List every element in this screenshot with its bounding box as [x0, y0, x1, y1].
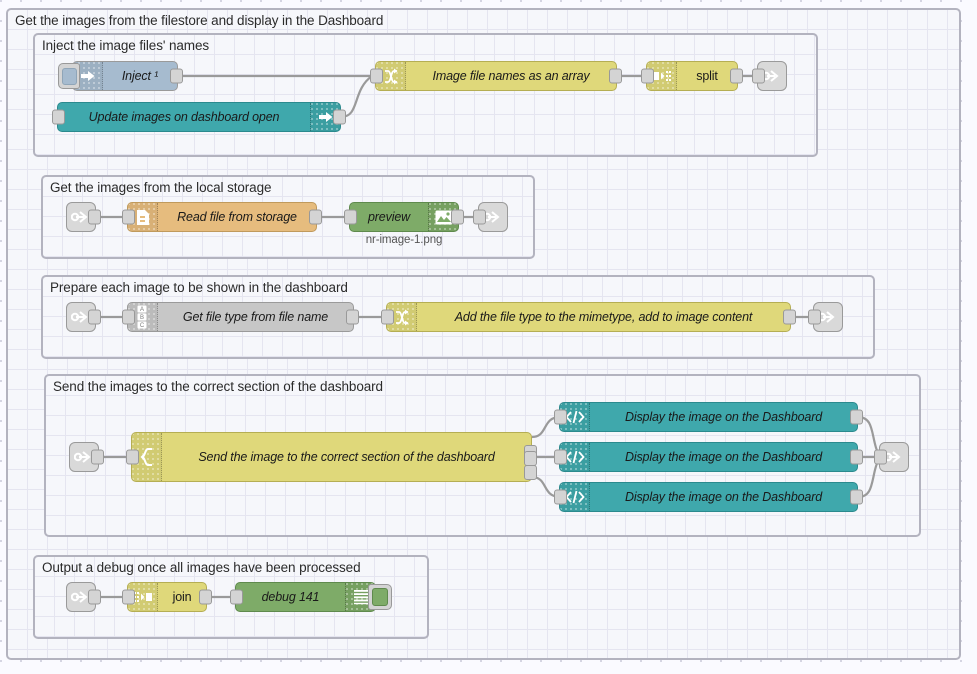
- group-prepare-label: Prepare each image to be shown in the da…: [50, 280, 348, 295]
- node-link-in-4[interactable]: [69, 442, 104, 472]
- change-node-icon: [387, 303, 417, 331]
- group-send-label: Send the images to the correct section o…: [53, 379, 383, 394]
- port-out[interactable]: [88, 589, 101, 605]
- node-inject-1[interactable]: Inject ¹: [58, 61, 183, 91]
- port-in[interactable]: [126, 449, 139, 465]
- port-in[interactable]: [381, 309, 394, 325]
- port-in[interactable]: [122, 309, 135, 325]
- group-debug-label: Output a debug once all images have been…: [42, 560, 361, 575]
- port-in[interactable]: [752, 68, 765, 84]
- node-join-label: join: [172, 590, 192, 604]
- link-in-icon: [67, 583, 95, 611]
- port-out[interactable]: [170, 68, 183, 84]
- port-in[interactable]: [122, 209, 135, 225]
- link-out-icon: [880, 443, 908, 471]
- node-join[interactable]: join: [122, 582, 212, 612]
- node-template-2[interactable]: Display the image on the Dashboard: [554, 442, 863, 472]
- node-split-label: split: [696, 69, 718, 83]
- node-read-file-label: Read file from storage: [177, 210, 297, 224]
- port-out[interactable]: [850, 489, 863, 505]
- svg-text:C: C: [140, 323, 145, 329]
- port-out[interactable]: [88, 309, 101, 325]
- group-inject-label: Inject the image files' names: [42, 38, 210, 53]
- port-out[interactable]: [309, 209, 322, 225]
- port-out[interactable]: [730, 68, 743, 84]
- node-update-images-label: Update images on dashboard open: [88, 110, 280, 124]
- outer-group-label: Get the images from the filestore and di…: [15, 13, 384, 28]
- node-link-in-2[interactable]: [66, 202, 101, 232]
- node-link-out-1[interactable]: [752, 61, 787, 91]
- node-template-1-label: Display the image on the Dashboard: [624, 410, 823, 424]
- port-in[interactable]: [641, 68, 654, 84]
- port-out[interactable]: [850, 409, 863, 425]
- svg-text:B: B: [140, 315, 144, 321]
- node-read-file[interactable]: Read file from storage: [122, 202, 322, 232]
- node-debug-141[interactable]: debug 141: [230, 582, 392, 612]
- svg-text:A: A: [140, 307, 144, 313]
- port-in[interactable]: [230, 589, 243, 605]
- change-node-icon: [376, 62, 406, 90]
- node-preview-sublabel: nr-image-1.png: [365, 234, 443, 246]
- node-add-mimetype[interactable]: Add the file type to the mimetype, add t…: [381, 302, 796, 332]
- node-image-file-names[interactable]: Image file names as an array: [370, 61, 622, 91]
- node-link-out-3[interactable]: [808, 302, 843, 332]
- port-in[interactable]: [554, 449, 567, 465]
- port-in[interactable]: [874, 449, 887, 465]
- port-out[interactable]: [783, 309, 796, 325]
- join-node-icon: [128, 583, 158, 611]
- port-out[interactable]: [91, 449, 104, 465]
- group-storage-label: Get the images from the local storage: [50, 180, 272, 195]
- port-out[interactable]: [88, 209, 101, 225]
- link-in-icon: [70, 443, 98, 471]
- port-out[interactable]: [199, 589, 212, 605]
- port-out[interactable]: [346, 309, 359, 325]
- port-in[interactable]: [473, 209, 486, 225]
- node-link-out-4[interactable]: [874, 442, 909, 472]
- node-preview-label: preview: [367, 210, 411, 224]
- port-out-2[interactable]: [524, 451, 537, 466]
- link-in-icon: [67, 303, 95, 331]
- node-switch-label: Send the image to the correct section of…: [198, 450, 495, 464]
- port-in[interactable]: [554, 489, 567, 505]
- node-template-3-label: Display the image on the Dashboard: [624, 490, 823, 504]
- port-in[interactable]: [52, 109, 65, 125]
- port-in[interactable]: [122, 589, 135, 605]
- port-out[interactable]: [850, 449, 863, 465]
- port-out[interactable]: [451, 209, 464, 225]
- node-add-mimetype-label: Add the file type to the mimetype, add t…: [454, 310, 753, 324]
- port-out[interactable]: [609, 68, 622, 84]
- port-in[interactable]: [554, 409, 567, 425]
- node-debug-141-label: debug 141: [261, 590, 320, 604]
- node-switch[interactable]: Send the image to the correct section of…: [126, 432, 537, 482]
- node-update-images[interactable]: Update images on dashboard open: [52, 102, 346, 132]
- node-image-file-names-label: Image file names as an array: [432, 69, 590, 83]
- debug-toggle-button[interactable]: [368, 584, 392, 610]
- image-icon: [428, 203, 458, 231]
- link-in-icon: [67, 203, 95, 231]
- group-inject[interactable]: Inject the image files' names: [33, 33, 818, 157]
- node-inject-1-label: Inject ¹: [121, 69, 159, 83]
- code-icon: [560, 483, 590, 511]
- node-link-out-2[interactable]: [473, 202, 508, 232]
- port-in[interactable]: [808, 309, 821, 325]
- port-out[interactable]: [333, 109, 346, 125]
- node-preview[interactable]: preview: [344, 202, 464, 232]
- port-in[interactable]: [370, 68, 383, 84]
- port-in[interactable]: [344, 209, 357, 225]
- node-get-file-type[interactable]: A B C Get file type from file name: [122, 302, 359, 332]
- port-out-3[interactable]: [524, 465, 537, 480]
- node-split[interactable]: split: [641, 61, 743, 91]
- node-get-file-type-label: Get file type from file name: [182, 310, 329, 324]
- inject-trigger-button[interactable]: [58, 63, 80, 89]
- node-template-3[interactable]: Display the image on the Dashboard: [554, 482, 863, 512]
- node-link-in-3[interactable]: [66, 302, 101, 332]
- node-link-in-5[interactable]: [66, 582, 101, 612]
- node-template-1[interactable]: Display the image on the Dashboard: [554, 402, 863, 432]
- node-template-2-label: Display the image on the Dashboard: [624, 450, 823, 464]
